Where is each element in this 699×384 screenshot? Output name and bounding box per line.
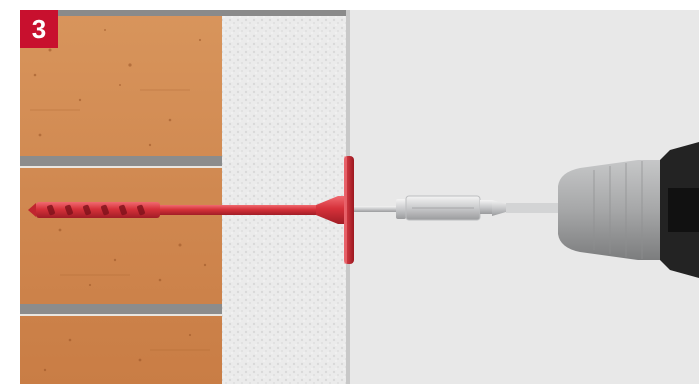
insulation-board-icon — [222, 10, 350, 384]
installation-illustration — [20, 10, 699, 384]
step-number-badge: 3 — [20, 10, 58, 48]
brick-wall-icon — [20, 10, 222, 384]
